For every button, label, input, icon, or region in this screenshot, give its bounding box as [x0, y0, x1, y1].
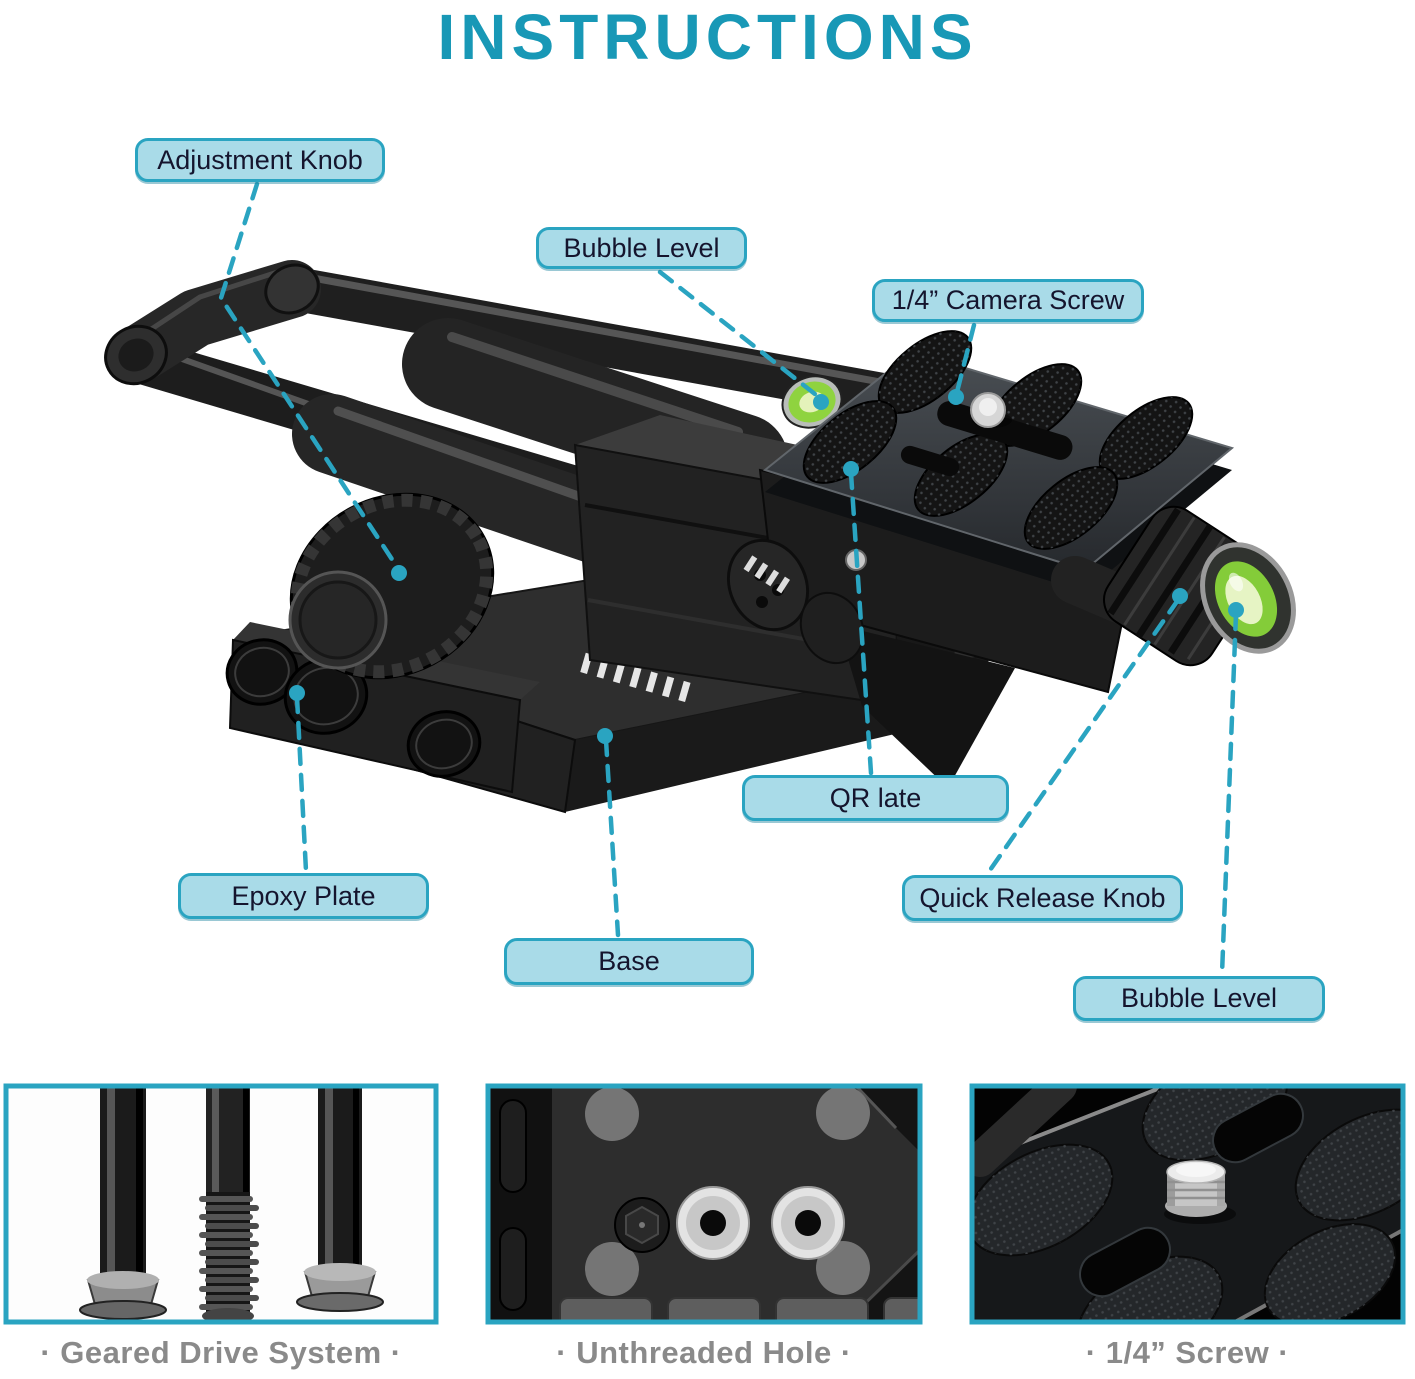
callout-dots: [289, 389, 1244, 744]
adjustment-knob: [288, 492, 495, 680]
callout-base: Base: [504, 938, 754, 985]
macro-rail-product: [104, 260, 1296, 814]
callout-bubble-level-bottom: Bubble Level: [1073, 976, 1325, 1021]
callout-label: 1/4” Camera Screw: [891, 285, 1125, 315]
callout-label: Bubble Level: [563, 232, 720, 263]
inset-caption-quarter-screw: · 1/4” Screw ·: [1085, 1335, 1290, 1370]
callout-label: Base: [598, 946, 660, 976]
quick-release-knob: [1051, 505, 1296, 667]
inset-quarter-screw: [969, 1083, 1406, 1325]
inset-caption-unthreaded-hole: · Unthreaded Hole ·: [556, 1335, 852, 1370]
callout-epoxy-plate: Epoxy Plate: [178, 873, 429, 919]
end-bracket: [104, 260, 321, 386]
inset-unthreaded-hole: [485, 1083, 923, 1325]
callout-label: Quick Release Knob: [919, 882, 1166, 913]
callout-qr-plate: QR late: [742, 775, 1009, 821]
callout-camera-screw: 1/4” Camera Screw: [872, 279, 1144, 322]
callout-label: Epoxy Plate: [231, 880, 376, 911]
inset-geared-drive: [3, 1083, 439, 1325]
inset3-screw: [1164, 1160, 1236, 1224]
bubble-level-knob: [1200, 542, 1296, 654]
callout-adjustment-knob: Adjustment Knob: [135, 138, 385, 182]
inset-caption-geared-drive: · Geared Drive System ·: [40, 1335, 402, 1370]
qr-plate: [762, 330, 1235, 592]
callout-bubble-level-top: Bubble Level: [536, 227, 747, 269]
callout-label: Adjustment Knob: [157, 144, 363, 175]
callout-lines: [218, 181, 1239, 977]
callout-quick-release-knob: Quick Release Knob: [902, 875, 1183, 921]
page-title: INSTRUCTIONS: [437, 1, 978, 73]
camera-screw: [970, 392, 1012, 428]
callout-label: QR late: [829, 782, 922, 813]
callout-label: Bubble Level: [1120, 983, 1278, 1013]
